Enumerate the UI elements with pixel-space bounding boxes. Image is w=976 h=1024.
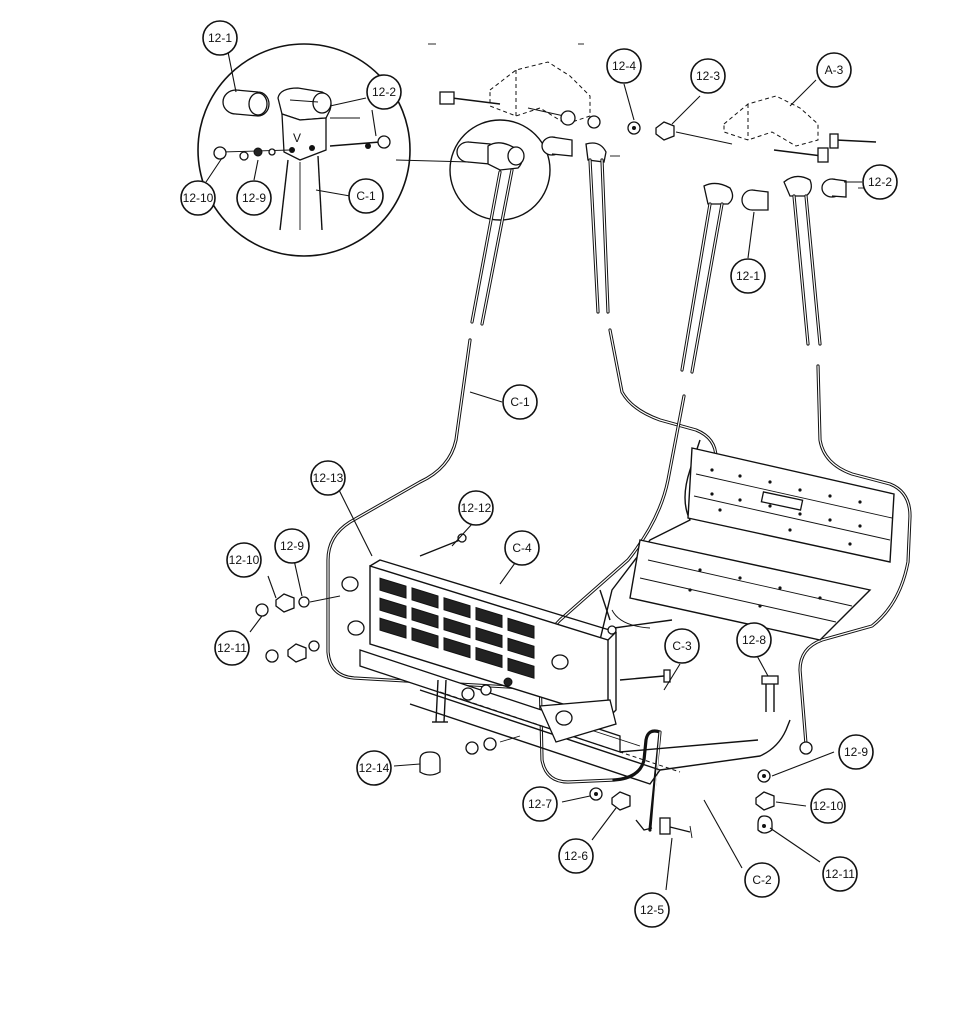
callout-12-11-right: 12-11 <box>822 856 858 892</box>
callout-12-9-left: 12-9 <box>274 528 310 564</box>
callout-label: 12-6 <box>564 849 588 863</box>
callout-12-2-top: 12-2 <box>366 74 402 110</box>
callout-12-9-right: 12-9 <box>838 734 874 770</box>
callout-label: 12-13 <box>313 471 344 485</box>
callout-label: 12-9 <box>242 191 266 205</box>
callout-12-10-left: 12-10 <box>226 542 262 578</box>
callout-label: 12-4 <box>612 59 636 73</box>
callout-12-6: 12-6 <box>558 838 594 874</box>
callout-12-13: 12-13 <box>310 460 346 496</box>
callout-label: C-1 <box>510 395 530 409</box>
callout-label: C-3 <box>672 639 692 653</box>
callout-label: 12-10 <box>229 553 260 567</box>
hanger-arms-upper <box>470 136 847 374</box>
callout-label: A-3 <box>825 63 844 77</box>
front-grill-panel <box>341 533 791 785</box>
callout-12-9-top: 12-9 <box>236 180 272 216</box>
callout-label: 12-8 <box>742 633 766 647</box>
callout-label: 12-3 <box>696 69 720 83</box>
svg-text:V: V <box>293 131 301 145</box>
callout-C-4: C-4 <box>504 530 540 566</box>
callout-label: 12-9 <box>844 745 868 759</box>
callout-12-11-left: 12-11 <box>214 630 250 666</box>
callout-label: C-2 <box>752 873 772 887</box>
callout-label: 12-9 <box>280 539 304 553</box>
callout-label: C-4 <box>512 541 532 555</box>
callout-A-3: A-3 <box>816 52 852 88</box>
callout-12-3: 12-3 <box>690 58 726 94</box>
callout-12-8: 12-8 <box>736 622 772 658</box>
callout-label: 12-14 <box>359 761 390 775</box>
backrest-rivets <box>710 468 862 546</box>
callout-C-2: C-2 <box>744 862 780 898</box>
callout-label: 12-1 <box>736 269 760 283</box>
callout-label: 12-12 <box>461 501 492 515</box>
callout-C-1-mid: C-1 <box>502 384 538 420</box>
hanger-detail-circle <box>449 119 551 221</box>
callout-label: C-1 <box>356 189 376 203</box>
callout-12-12: 12-12 <box>458 490 494 526</box>
backrest-panel <box>687 447 895 563</box>
callout-12-4: 12-4 <box>606 48 642 84</box>
callout-C-3: C-3 <box>664 628 700 664</box>
callout-label: 12-1 <box>208 31 232 45</box>
callout-12-7: 12-7 <box>522 786 558 822</box>
callout-12-10-top: 12-10 <box>180 180 216 216</box>
seat-pan <box>611 539 872 641</box>
leader-lines <box>205 51 862 891</box>
grill-slots <box>379 577 535 679</box>
detail-inset: V <box>197 43 411 257</box>
callout-12-2-right: 12-2 <box>862 164 898 200</box>
inset-connector-line <box>395 159 471 163</box>
callout-label: 12-5 <box>640 903 664 917</box>
callout-12-1-top: 12-1 <box>202 20 238 56</box>
callout-label: 12-10 <box>813 799 844 813</box>
callout-label: 12-10 <box>183 191 214 205</box>
callout-label: 12-2 <box>372 85 396 99</box>
callout-12-10-right: 12-10 <box>810 788 846 824</box>
callout-C-1-top: C-1 <box>348 178 384 214</box>
callout-label: 12-11 <box>825 867 855 881</box>
callout-label: 12-7 <box>528 797 552 811</box>
callout-12-5: 12-5 <box>634 892 670 928</box>
callout-12-1-right: 12-1 <box>730 258 766 294</box>
loose-hardware <box>255 593 779 839</box>
callout-label: 12-11 <box>217 641 247 655</box>
top-hardware <box>428 43 877 189</box>
callout-12-14: 12-14 <box>356 750 392 786</box>
callout-label: 12-2 <box>868 175 892 189</box>
